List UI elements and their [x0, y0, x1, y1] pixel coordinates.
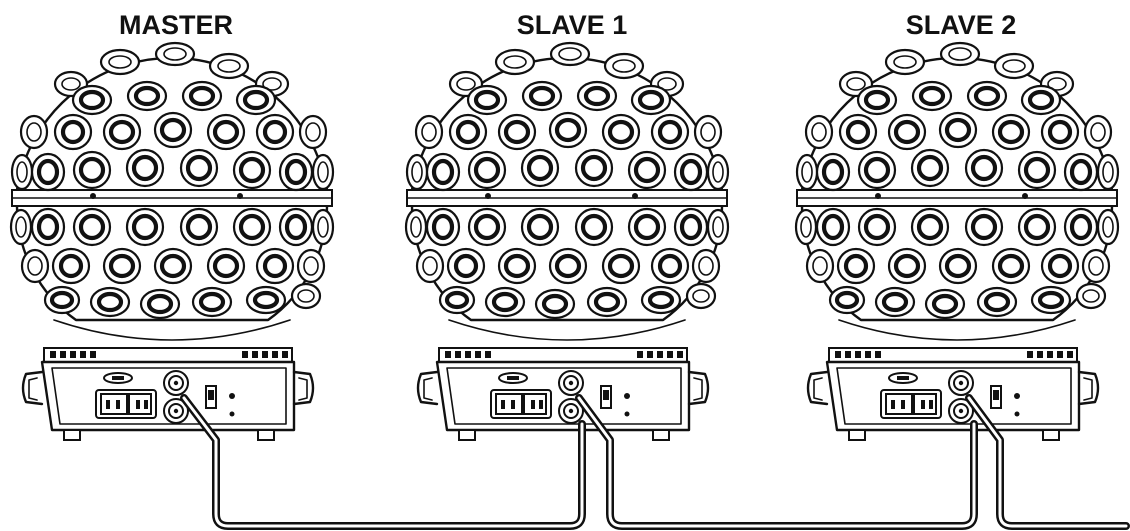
fixture-slave-1: [406, 43, 728, 440]
fixture-slave-2: [796, 43, 1118, 440]
unit-label-slave-2: SLAVE 2: [906, 10, 1017, 40]
fixture-master: [11, 43, 333, 440]
unit-label-slave-1: SLAVE 1: [517, 10, 628, 40]
dmx-cable-slave-2-out: [969, 398, 1126, 526]
unit-label-master: MASTER: [119, 10, 233, 40]
